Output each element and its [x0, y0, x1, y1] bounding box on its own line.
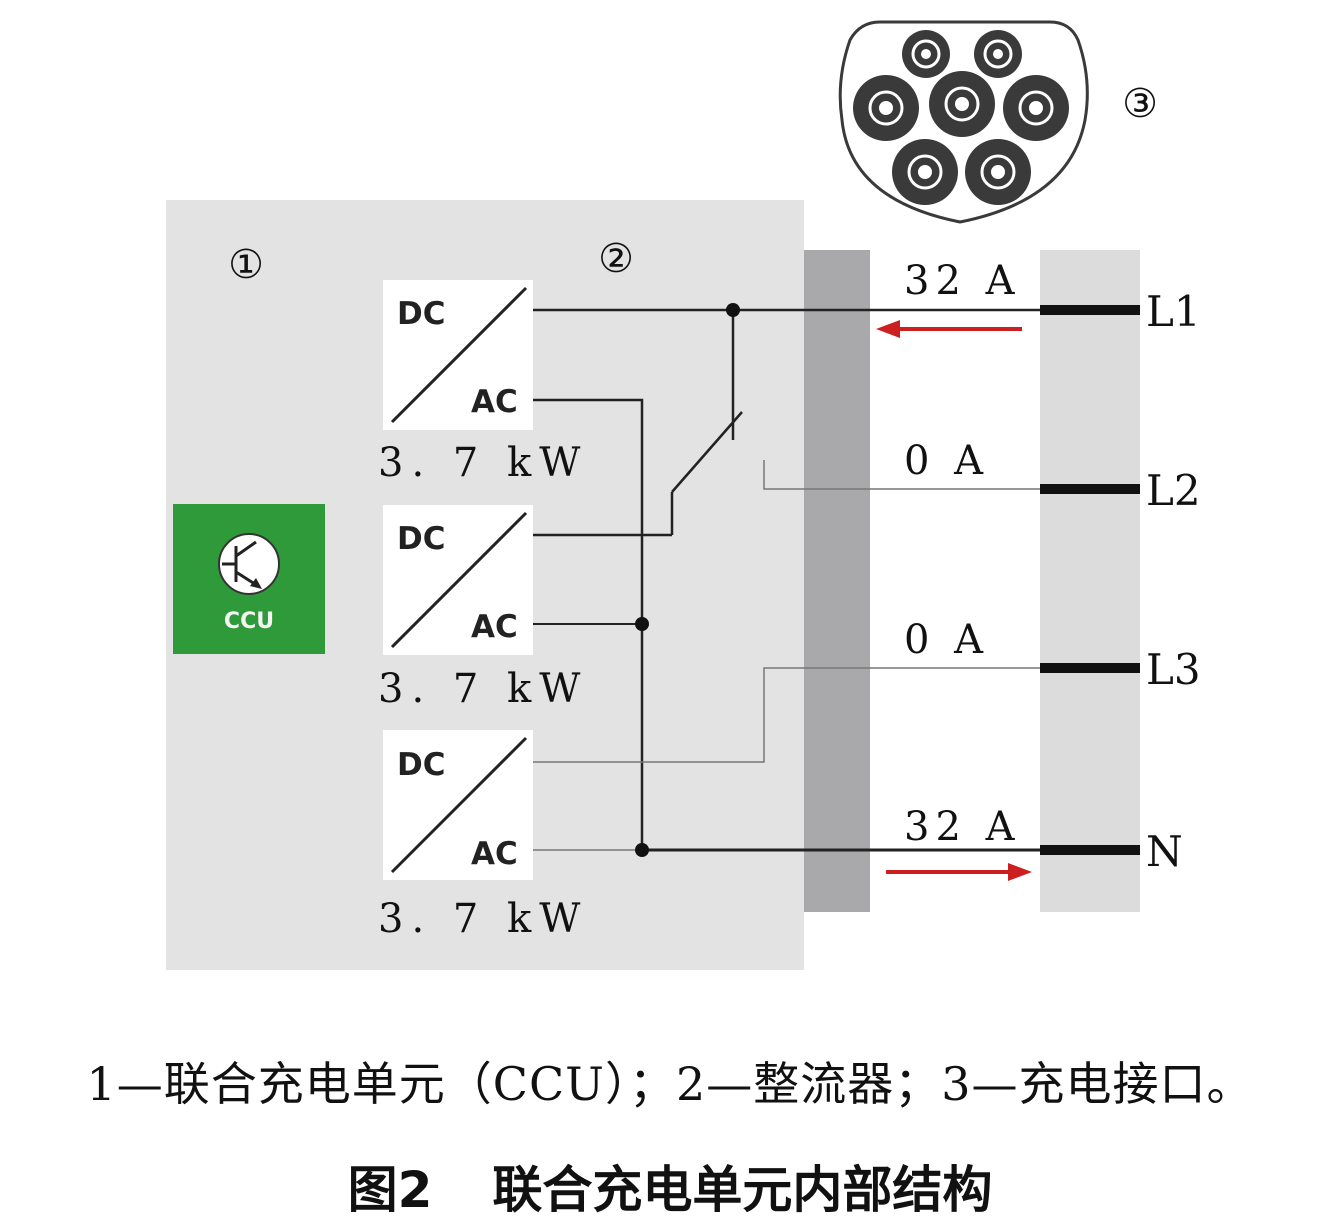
dc-label: DC: [397, 521, 445, 557]
power-label: 3. 7 kW: [378, 440, 588, 486]
wire-ac1: [533, 398, 644, 850]
terminal-l1: [1040, 305, 1140, 315]
figure-title: 联合充电单元内部结构: [492, 1161, 993, 1219]
switch-blade: [671, 411, 743, 493]
current-l1: 32 A: [904, 258, 1021, 304]
arrow-left-icon: [876, 320, 1022, 338]
line-name-l3: L3: [1146, 645, 1201, 694]
ac-label: AC: [471, 836, 518, 872]
transistor-icon: [218, 533, 280, 595]
junction-dot: [635, 617, 649, 631]
ccu-block: CCU: [173, 504, 325, 654]
current-n: 32 A: [904, 804, 1021, 850]
line-name-l1: L1: [1146, 287, 1201, 336]
line-name-l2: L2: [1146, 466, 1201, 515]
wire-l2: [763, 460, 1040, 490]
terminal-n: [1040, 845, 1140, 855]
rectifier-3: DC AC 3. 7 kW: [378, 730, 588, 942]
ac-label: AC: [471, 609, 518, 645]
power-label: 3. 7 kW: [378, 666, 588, 712]
rectifier-1: DC AC 3. 7 kW: [378, 280, 588, 486]
terminal-l3: [1040, 663, 1140, 673]
connector-bar: [804, 250, 870, 912]
ac-label: AC: [471, 384, 518, 420]
marker-3: ③: [1122, 81, 1158, 127]
ccu-internal-structure-diagram: ① ② ③ CCU DC AC 3. 7 kW DC AC 3. 7 kW DC: [166, 20, 1201, 970]
terminal-strip: [1040, 250, 1140, 912]
power-label: 3. 7 kW: [378, 896, 588, 942]
terminal-l2: [1040, 484, 1140, 494]
arrow-right-icon: [886, 863, 1032, 881]
junction-dot: [635, 843, 649, 857]
dc-label: DC: [397, 747, 445, 783]
ccu-label: CCU: [224, 609, 274, 634]
current-l3: 0 A: [904, 617, 989, 663]
junction-dot: [726, 303, 740, 317]
rectifier-2: DC AC 3. 7 kW: [378, 505, 588, 712]
figure-number: 图2: [347, 1161, 433, 1219]
wiring: [533, 308, 1040, 852]
wire-l3: [533, 667, 1040, 763]
current-l2: 0 A: [904, 438, 989, 484]
line-name-n: N: [1146, 827, 1183, 876]
figure-caption: 图2 联合充电单元内部结构: [0, 1150, 1340, 1222]
charging-socket-icon: [838, 20, 1089, 224]
dc-label: DC: [397, 296, 445, 332]
figure-legend: 1—联合充电单元（CCU）；2—整流器；3—充电接口。: [86, 1057, 1254, 1111]
marker-2: ②: [598, 236, 634, 282]
marker-1: ①: [228, 242, 264, 288]
